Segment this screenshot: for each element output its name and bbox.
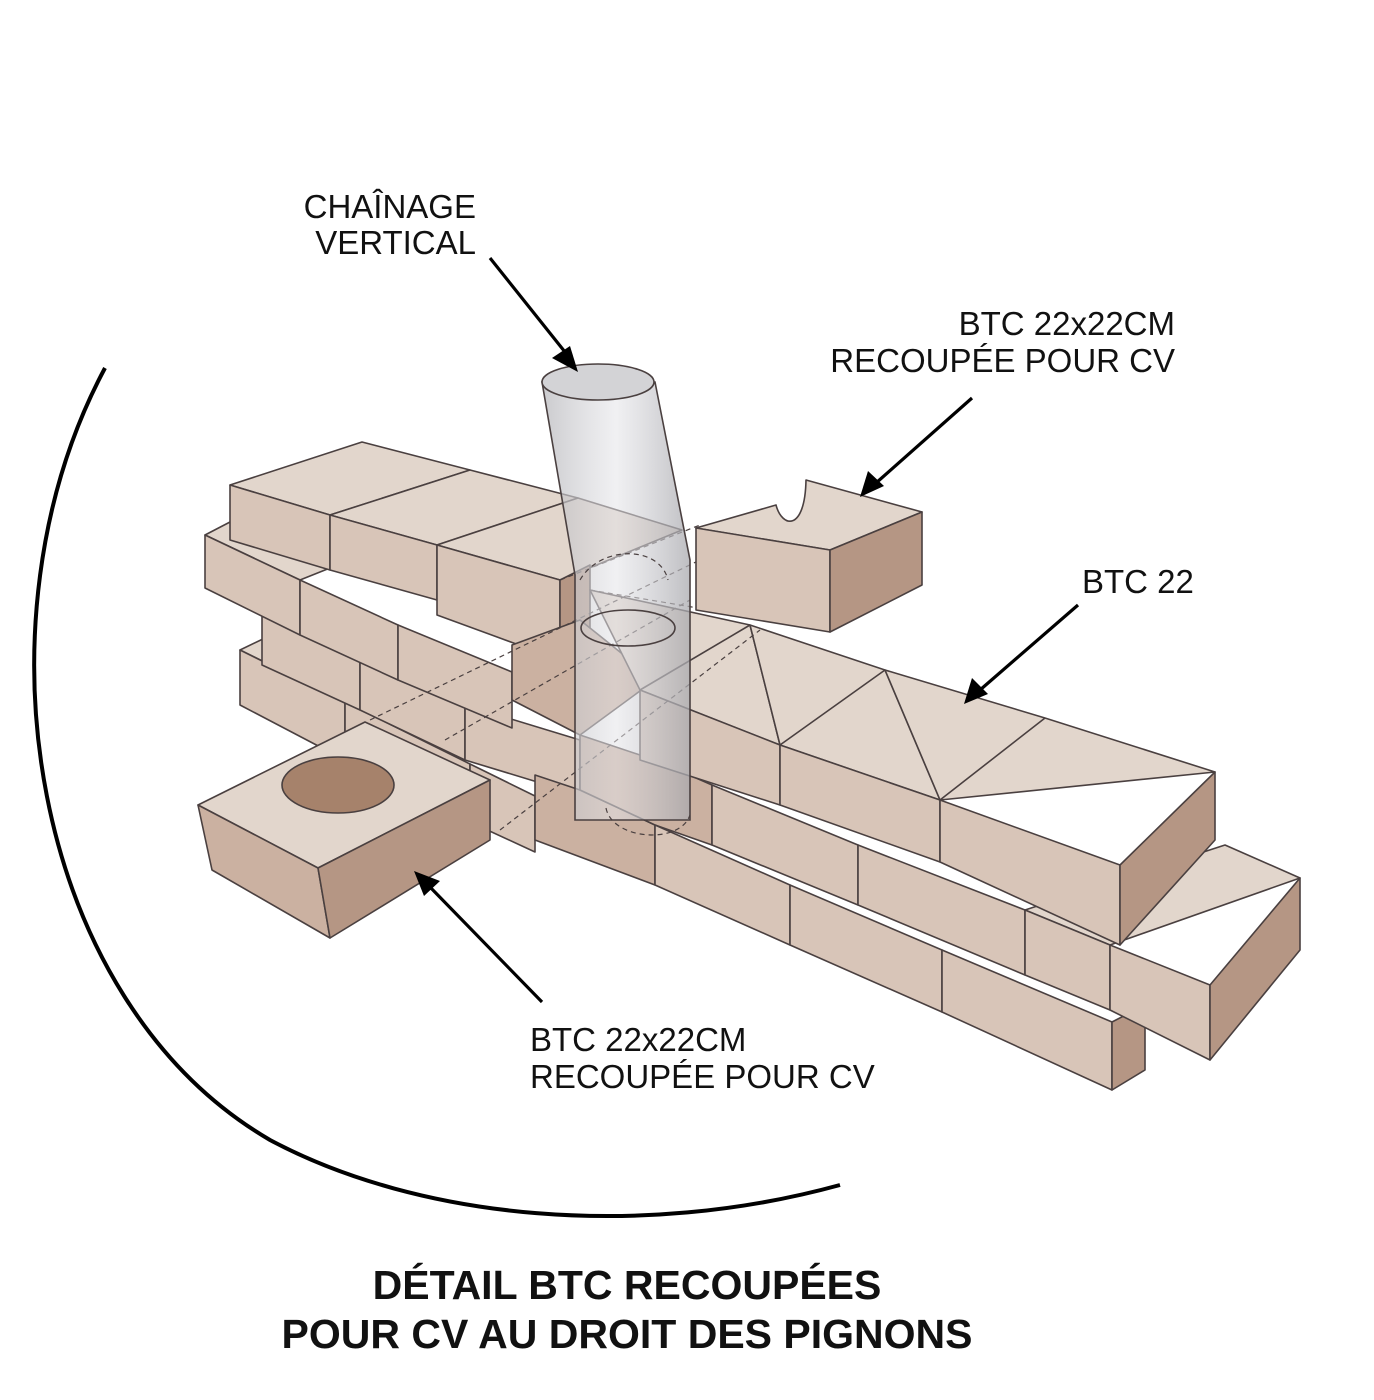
arrow-chainage [488, 257, 578, 372]
detail-circle-arc [32, 367, 841, 1218]
label-btc-cut-bottom-line1: BTC 22x22CM [530, 1021, 746, 1058]
diagram-title-line1: DÉTAIL BTC RECOUPÉES [373, 1262, 882, 1308]
label-btc-cut-bottom-line2: RECOUPÉE POUR CV [530, 1058, 875, 1095]
vertical-chaining-column [541, 363, 691, 836]
brick-course-bottom-right [654, 824, 1146, 1091]
label-chainage-line2: VERTICAL [315, 224, 476, 261]
label-btc-cut-top-line1: BTC 22x22CM [959, 305, 1175, 342]
diagram-title-line2: POUR CV AU DROIT DES PIGNONS [282, 1311, 973, 1357]
label-btc-22: BTC 22 [1082, 563, 1194, 600]
label-chainage-line1: CHAÎNAGE [304, 188, 476, 225]
label-btc-cut-top-line2: RECOUPÉE POUR CV [830, 342, 1175, 379]
cut-brick-cored [197, 721, 491, 939]
arrow-btc-cut-bottom [414, 871, 544, 1004]
cut-brick-notched [695, 479, 923, 633]
arrow-btc-cut-top [860, 396, 974, 497]
arrow-btc-22 [964, 603, 1080, 704]
